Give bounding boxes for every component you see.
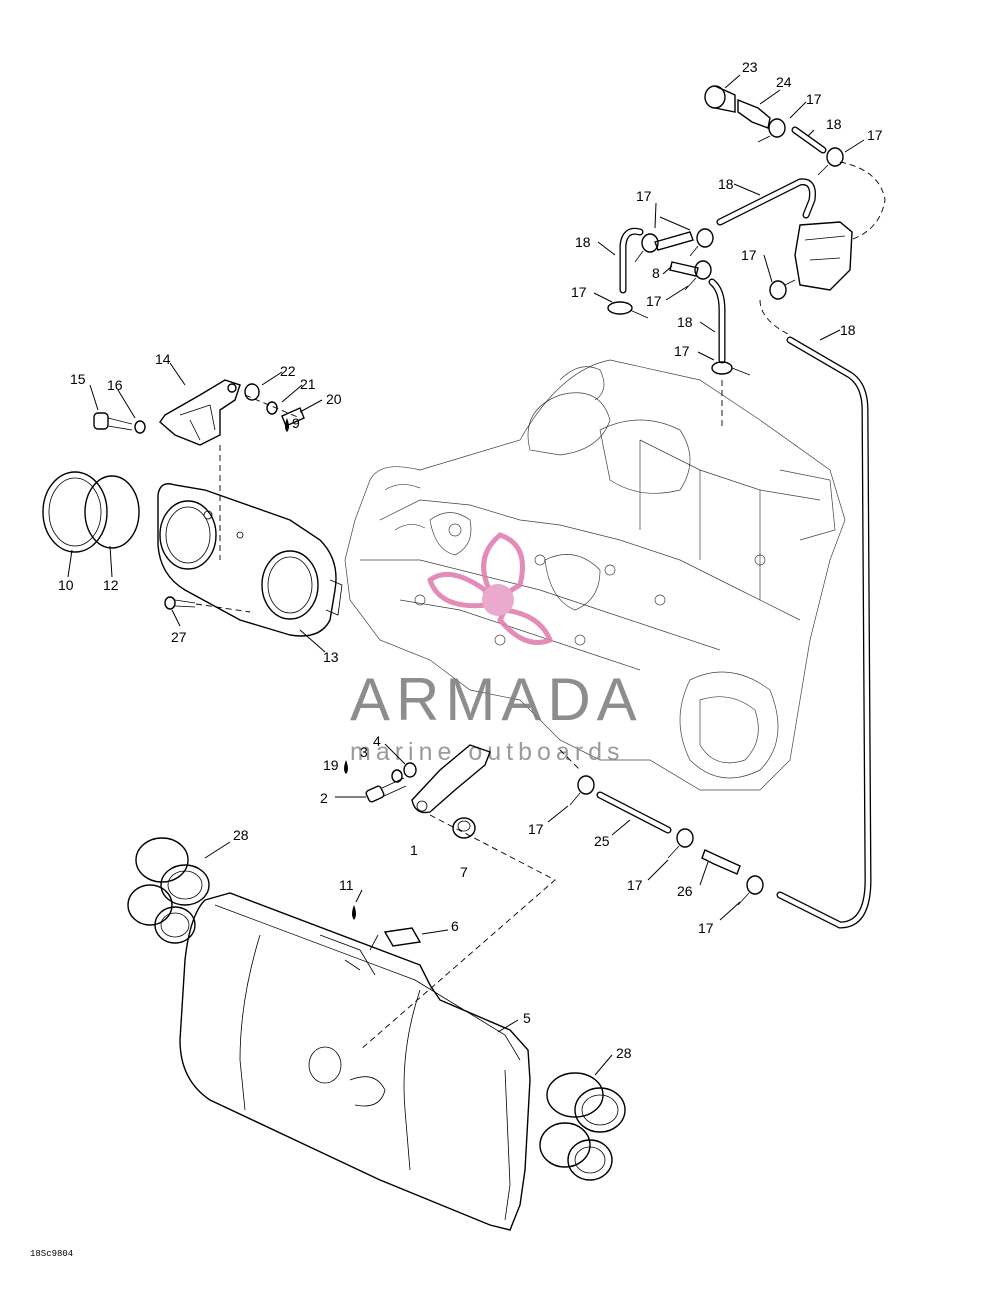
check-valve	[794, 221, 853, 291]
lever-1	[411, 744, 491, 814]
callout-17: 17	[627, 877, 643, 893]
callout-10: 10	[58, 577, 74, 593]
spacer-3	[391, 769, 403, 783]
callout-1: 1	[410, 842, 418, 858]
bushing-7	[452, 817, 476, 839]
callout-17: 17	[528, 821, 544, 837]
leader-lines	[67, 74, 865, 1076]
air-box-5	[179, 892, 531, 1231]
callout-19: 19	[323, 757, 339, 773]
callout-18: 18	[840, 322, 856, 338]
silencer-28-upper	[127, 837, 210, 944]
callout-18: 18	[575, 234, 591, 250]
callout-25: 25	[594, 833, 610, 849]
callout-17: 17	[674, 343, 690, 359]
callout-6: 6	[451, 918, 459, 934]
callout-17: 17	[741, 247, 757, 263]
callout-2: 2	[320, 790, 328, 806]
screw-27	[164, 596, 196, 610]
callout-28: 28	[616, 1045, 632, 1061]
callout-17: 17	[636, 188, 652, 204]
callout-11: 11	[339, 877, 354, 893]
callout-12: 12	[103, 577, 119, 593]
callout-23: 23	[742, 59, 758, 75]
callout-17: 17	[806, 91, 822, 107]
callout-21: 21	[300, 376, 316, 392]
callout-14: 14	[155, 351, 171, 367]
callout-labels: 23 24 17 18 17 18 17 18 8 17 17 17 18 18…	[58, 59, 883, 1061]
watermark-title: ARMADA	[350, 666, 643, 733]
washer-4	[403, 762, 417, 778]
watermark: ARMADA marine outboards	[350, 532, 643, 766]
callout-17: 17	[571, 284, 587, 300]
propeller-logo-icon	[427, 532, 554, 645]
hose-18-right	[776, 336, 872, 929]
fitting-8b	[669, 261, 699, 277]
watermark-subtitle: marine outboards	[350, 738, 625, 766]
silencer-28-lower	[539, 1072, 626, 1181]
ring-10	[42, 471, 108, 553]
hose-18-mid	[708, 278, 726, 364]
washer-22	[244, 383, 260, 401]
callout-18: 18	[677, 314, 693, 330]
callout-4: 4	[373, 733, 381, 749]
hose-25	[596, 791, 672, 834]
callout-8: 8	[652, 265, 660, 281]
callout-22: 22	[280, 363, 296, 379]
clamps-17	[569, 118, 844, 906]
fitting-26	[701, 849, 741, 875]
callout-15: 15	[70, 371, 86, 387]
callout-3: 3	[360, 744, 368, 760]
sealant-drop-icon	[285, 418, 356, 920]
callout-18: 18	[718, 176, 734, 192]
callout-9: 9	[292, 415, 300, 431]
callout-13: 13	[323, 649, 339, 665]
callout-7: 7	[460, 864, 468, 880]
cap-23	[704, 85, 736, 113]
bracket-14	[159, 379, 241, 446]
fitting-8a	[654, 231, 694, 251]
cap-6	[369, 927, 422, 951]
callout-17: 17	[867, 127, 883, 143]
callout-18: 18	[826, 116, 842, 132]
callout-27: 27	[171, 629, 187, 645]
engine-block	[344, 359, 846, 791]
callout-17: 17	[646, 293, 662, 309]
callout-24: 24	[776, 74, 792, 90]
callout-17: 17	[698, 920, 714, 936]
housing-13	[157, 483, 343, 637]
callout-26: 26	[677, 883, 693, 899]
washer-16	[134, 420, 146, 434]
fitting-24	[737, 98, 771, 129]
screw-15	[93, 412, 133, 431]
hose-18-upper	[716, 178, 816, 226]
o-ring-12	[84, 475, 140, 549]
callout-28: 28	[233, 827, 249, 843]
screw-20	[281, 407, 305, 427]
callout-16: 16	[107, 377, 123, 393]
hose-18-left	[619, 227, 644, 294]
drawing-code: 18Sc9804	[30, 1249, 73, 1259]
callout-5: 5	[523, 1010, 531, 1026]
hose-18-top	[791, 126, 827, 154]
callout-20: 20	[326, 391, 342, 407]
